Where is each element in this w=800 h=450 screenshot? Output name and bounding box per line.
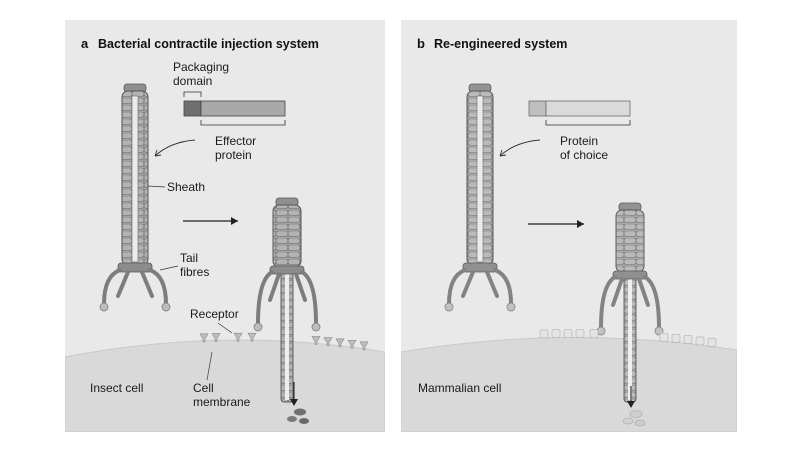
protein-of-choice-label: Protein: [560, 134, 598, 148]
protein-of-choice-construct: [499, 100, 631, 157]
sheath-label: Sheath: [167, 180, 205, 194]
tube-b: [476, 95, 484, 263]
receptor: [347, 339, 357, 349]
receptor: [707, 338, 717, 347]
panel-b: b Re-engineered system Protein of choice: [401, 20, 737, 432]
process-arrow-b: [528, 220, 584, 228]
tube-core-b: [628, 216, 632, 400]
loading-arrow-b: [499, 139, 541, 157]
tail-fibres-label: fibres: [180, 265, 209, 279]
fibre-tip: [253, 322, 263, 332]
loading-arrow-a: [154, 139, 196, 157]
insect-cell-label: Insect cell: [90, 381, 143, 395]
panel-a-title: Bacterial contractile injection system: [98, 37, 319, 51]
packaging-domain-box: [183, 100, 202, 117]
packaging-domain-label: domain: [173, 74, 212, 88]
receptor: [311, 336, 321, 345]
tail-fibres-leader: [159, 265, 179, 271]
cell-membrane-label: membrane: [193, 395, 251, 409]
receptor: [563, 329, 573, 338]
tail-fibres-label: Tail: [180, 251, 198, 265]
contracted-fibres-b: [599, 275, 661, 330]
effector-bracket: [200, 120, 286, 126]
cell-membrane-leader: [206, 351, 213, 381]
contracted-baseplate-a: [269, 265, 305, 275]
contracted-baseplate-b: [612, 270, 648, 280]
tube-a: [131, 95, 139, 263]
loading-arrow-head-a: [154, 149, 162, 157]
receptor-label: Receptor: [190, 307, 239, 321]
receptor: [233, 332, 243, 342]
panel-a-letter: a: [81, 36, 89, 51]
receptor: [589, 329, 599, 338]
packaging-domain-box-b: [528, 100, 547, 117]
receptor: [671, 334, 681, 343]
contracted-fibres-a: [256, 270, 318, 326]
baseplate-b: [462, 262, 498, 273]
injection-system-a: [99, 83, 171, 312]
receptor: [335, 338, 345, 348]
fibre-tip: [444, 302, 454, 312]
fibre-tip: [161, 302, 171, 312]
loading-arrow-head-b: [499, 149, 507, 157]
tail-fibres-a: [102, 268, 168, 306]
tail-fibres-b: [447, 268, 513, 306]
receptor: [199, 333, 209, 343]
panel-b-letter: b: [417, 36, 425, 51]
mammalian-cell-label: Mammalian cell: [418, 381, 501, 395]
fibre-tip: [506, 302, 516, 312]
receptor: [695, 336, 705, 346]
released-effector-a: [287, 382, 309, 424]
panel-a: a Bacterial contractile injection system…: [65, 20, 385, 432]
protein-of-choice-box: [545, 100, 631, 117]
receptors-a: [199, 332, 369, 351]
tube-core-a: [285, 210, 289, 400]
effector-protein-label: protein: [215, 148, 252, 162]
effector-construct: [154, 91, 286, 157]
contracted-system-a: [253, 197, 321, 403]
receptor: [247, 332, 257, 342]
process-arrow-a: [183, 217, 238, 225]
receptor-leader: [217, 322, 233, 334]
receptors-b: [539, 329, 717, 347]
contracted-system-b: [596, 202, 664, 403]
effector-protein-box: [200, 100, 286, 117]
protein-bracket: [545, 120, 631, 126]
packaging-domain-label: Packaging: [173, 60, 229, 74]
receptor: [539, 329, 549, 339]
packaging-domain-bracket: [183, 91, 202, 97]
effector-protein-label: Effector: [215, 134, 256, 148]
contracted-sheath-a: [272, 204, 302, 268]
contracted-sheath-b: [615, 209, 645, 273]
fibre-tip: [311, 322, 321, 332]
released-protein-b: [622, 386, 646, 427]
injection-system-b: [444, 83, 516, 312]
receptor: [575, 329, 585, 338]
sheath-leader: [147, 185, 166, 188]
receptor: [359, 341, 369, 351]
panel-b-title: Re-engineered system: [434, 37, 567, 51]
fibre-tip: [99, 302, 109, 312]
baseplate-a: [117, 262, 153, 273]
receptor: [683, 335, 693, 344]
receptor: [551, 329, 561, 338]
receptor: [323, 337, 333, 346]
receptor: [211, 333, 221, 342]
receptor: [659, 332, 669, 342]
protein-of-choice-label: of choice: [560, 148, 608, 162]
cell-membrane-label: Cell: [193, 381, 214, 395]
